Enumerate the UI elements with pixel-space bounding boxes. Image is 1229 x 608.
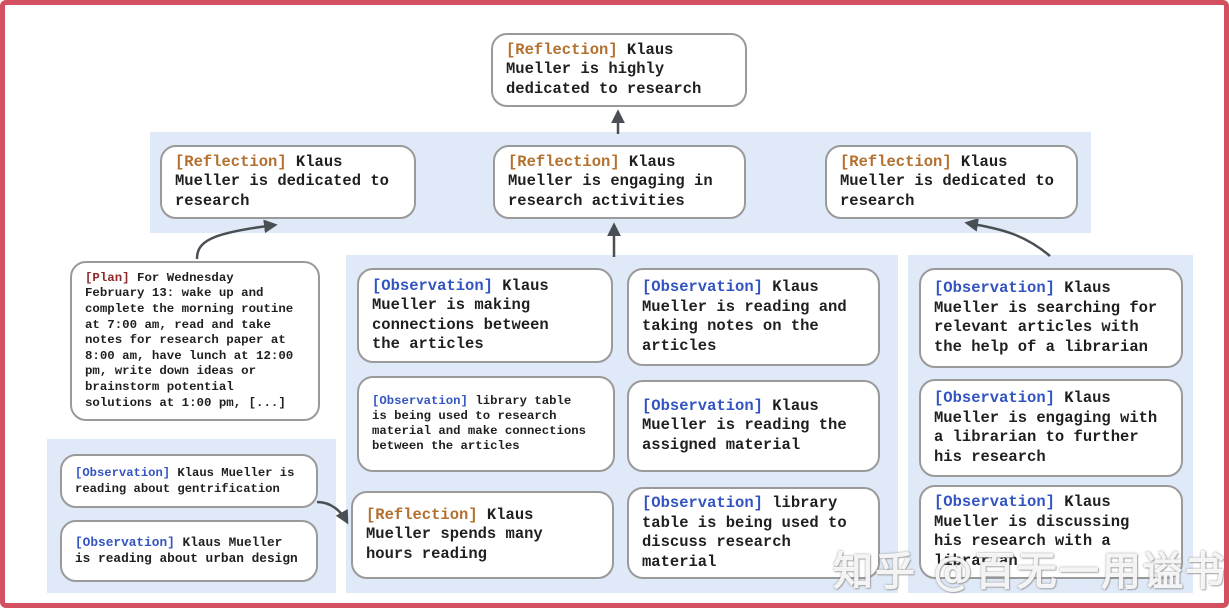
- reflection-tag: [Reflection]: [366, 505, 478, 524]
- node-text: [Observation]Klaus Mueller is reading an…: [642, 278, 847, 356]
- observation-tag: [Observation]: [642, 494, 763, 512]
- node-body: library table is being used to discuss r…: [642, 494, 847, 571]
- node-body: For Wednesday February 13: wake up and c…: [85, 270, 294, 410]
- node-text: [Observation]Klaus Mueller is discussing…: [934, 493, 1129, 571]
- node-body: Klaus Mueller is reading the assigned ma…: [642, 396, 847, 454]
- node-reflection-middle: [Reflection]Klaus Mueller is engaging in…: [493, 145, 746, 219]
- observation-tag: [Observation]: [934, 389, 1055, 407]
- node-body: library table is being used to research …: [372, 394, 587, 453]
- node-observation-urban-design: [Observation]Klaus Mueller is reading ab…: [60, 520, 318, 582]
- node-body: Klaus Mueller is discussing his research…: [934, 493, 1130, 570]
- node-observation-assigned-material: [Observation]Klaus Mueller is reading th…: [627, 380, 880, 472]
- node-text: [Observation]Klaus Mueller is engaging w…: [934, 389, 1157, 467]
- node-body: Klaus Mueller is reading about urban des…: [75, 534, 298, 567]
- node-observation-searching-articles: [Observation]Klaus Mueller is searching …: [919, 268, 1183, 368]
- node-observation-library-table-discuss: [Observation]library table is being used…: [627, 487, 880, 579]
- observation-tag: [Observation]: [75, 534, 175, 550]
- zhihu-watermark: 知乎 @百无一用谥书生: [833, 549, 1229, 595]
- node-reflection-left: [Reflection]Klaus Mueller is dedicated t…: [160, 145, 416, 219]
- node-observation-library-table-research: [Observation]library table is being used…: [357, 376, 615, 472]
- reflection-tag: [Reflection]: [506, 40, 618, 59]
- observation-tag: [Observation]: [934, 279, 1055, 297]
- node-text: [Reflection]Klaus Mueller is engaging in…: [508, 153, 713, 212]
- node-observation-making-connections: [Observation]Klaus Mueller is making con…: [357, 268, 613, 363]
- plan-tag: [Plan]: [85, 270, 130, 285]
- node-plan: [Plan]For Wednesday February 13: wake up…: [70, 261, 320, 421]
- node-text: [Reflection]Klaus Mueller is dedicated t…: [175, 153, 389, 212]
- node-body: Klaus Mueller is reading about gentrific…: [75, 465, 295, 497]
- node-text: [Observation]Klaus Mueller is searching …: [934, 279, 1157, 357]
- observation-tag: [Observation]: [75, 465, 171, 480]
- node-body: Klaus Mueller is making connections betw…: [372, 276, 549, 354]
- reflection-tag: [Reflection]: [175, 152, 287, 171]
- node-body: Klaus Mueller is engaging in research ac…: [508, 152, 713, 210]
- node-observation-discussing-research: [Observation]Klaus Mueller is discussing…: [919, 485, 1183, 579]
- node-text: [Observation]Klaus Mueller is reading th…: [642, 397, 847, 456]
- node-text: [Observation]library table is being used…: [642, 494, 865, 572]
- node-text: [Observation]library table is being used…: [372, 394, 586, 454]
- observation-tag: [Observation]: [934, 493, 1055, 511]
- node-text: [Observation]Klaus Mueller is reading ab…: [75, 535, 298, 568]
- node-text: [Observation]Klaus Mueller is making con…: [372, 277, 549, 355]
- node-body: Klaus Mueller is reading and taking note…: [642, 278, 847, 355]
- node-body: Klaus Mueller spends many hours reading: [366, 505, 543, 563]
- node-text: [Reflection]Klaus Mueller is dedicated t…: [840, 153, 1054, 212]
- node-observation-taking-notes: [Observation]Klaus Mueller is reading an…: [627, 268, 880, 366]
- node-reflection-right: [Reflection]Klaus Mueller is dedicated t…: [825, 145, 1078, 219]
- node-text: [Observation]Klaus Mueller is reading ab…: [75, 465, 294, 498]
- node-reflection-hours-reading: [Reflection]Klaus Mueller spends many ho…: [351, 491, 614, 579]
- observation-tag: [Observation]: [642, 396, 763, 415]
- reflection-tag: [Reflection]: [508, 152, 620, 171]
- node-observation-engaging-librarian: [Observation]Klaus Mueller is engaging w…: [919, 379, 1183, 477]
- node-body: Klaus Mueller is highly dedicated to res…: [506, 40, 702, 98]
- node-text: [Reflection]Klaus Mueller spends many ho…: [366, 506, 543, 565]
- node-text: [Reflection]Klaus Mueller is highly dedi…: [506, 41, 701, 100]
- node-body: Klaus Mueller is searching for relevant …: [934, 279, 1158, 356]
- observation-tag: [Observation]: [372, 276, 493, 295]
- node-text: [Plan]For Wednesday February 13: wake up…: [85, 271, 293, 411]
- observation-tag: [Observation]: [372, 394, 468, 408]
- node-reflection-root: [Reflection]Klaus Mueller is highly dedi…: [491, 33, 747, 107]
- node-body: Klaus Mueller is engaging with a librari…: [934, 389, 1158, 466]
- node-body: Klaus Mueller is dedicated to research: [175, 152, 389, 210]
- node-observation-gentrification: [Observation]Klaus Mueller is reading ab…: [60, 454, 318, 508]
- node-body: Klaus Mueller is dedicated to research: [840, 152, 1054, 210]
- observation-tag: [Observation]: [642, 278, 763, 296]
- reflection-tag: [Reflection]: [840, 152, 952, 171]
